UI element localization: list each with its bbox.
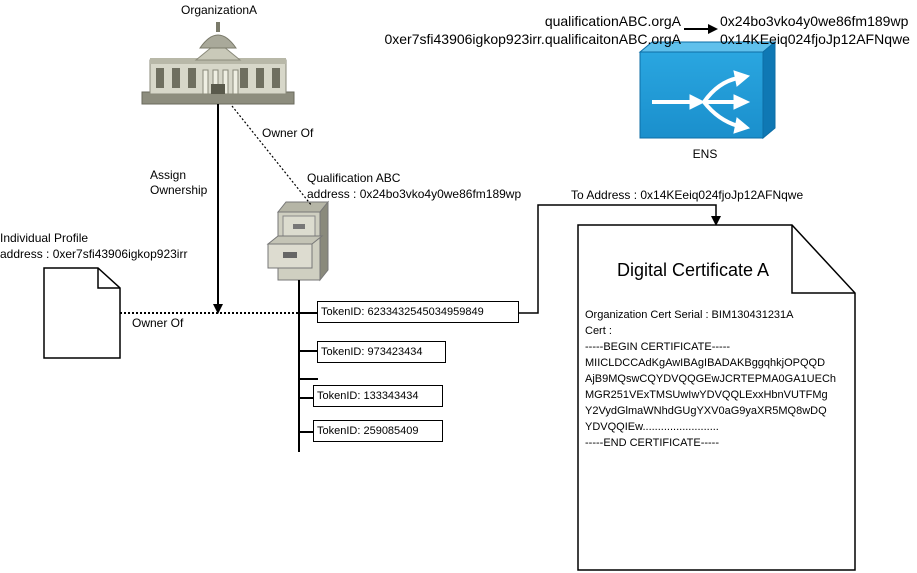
ens-address-1: 0x24bo3vko4y0we86fm189wp <box>720 13 909 29</box>
certificate-title: Digital Certificate A <box>617 260 770 280</box>
certificate-line: MIICLDCCAdKgAwIBAgIBADAKBggqhkjOPQQD <box>585 357 826 369</box>
certificate-line: Y2VydGlmaWNhdGUgYXV0aG9yaXR5MQ8wDQ <box>585 405 827 417</box>
token-connector-lines <box>298 280 318 452</box>
token-box: TokenID: 133343434 <box>313 385 443 407</box>
token-box: TokenID: 6233432545034959849 <box>317 301 519 323</box>
certificate-cert-label: Cert : <box>585 325 612 337</box>
qualification-address: address : 0x24bo3vko4y0we86fm189wp <box>307 187 522 201</box>
certificate-line: -----BEGIN CERTIFICATE----- <box>585 341 731 353</box>
ens-name-2: 0xer7sfi43906igkop923irr.qualificaitonAB… <box>384 31 681 47</box>
certificate-body: Organization Cert Serial : BIM130431231A… <box>585 307 850 451</box>
certificate-serial: Organization Cert Serial : BIM130431231A <box>585 309 794 321</box>
assign-ownership-label-1: Assign <box>150 168 187 182</box>
certificate-line: MGR251VExTMSUwIwYDVQQLExxHbnVUTFMg <box>585 389 828 401</box>
digital-certificate-document <box>577 224 856 571</box>
assign-ownership-label-2: Ownership <box>150 183 208 197</box>
owner-of-dotted-line <box>231 105 313 207</box>
certificate-fold <box>791 225 855 294</box>
ens-label: ENS <box>692 147 718 161</box>
organization-label: OrganizationA <box>181 3 258 17</box>
token-box: TokenID: 259085409 <box>313 420 443 442</box>
filing-cabinet-icon <box>266 200 330 282</box>
certificate-line: AjB9MQswCQYDVQQGEwJCRTEPMA0GA1UECh <box>585 373 837 385</box>
ens-name-1: qualificationABC.orgA <box>544 13 681 29</box>
qualification-name: Qualification ABC <box>307 171 401 185</box>
to-address-label: To Address : 0x14KEeiq024fjoJp12AFNqwe <box>571 188 804 202</box>
individual-profile-name: Individual Profile <box>0 231 89 245</box>
owner-of-top-label: Owner Of <box>262 126 314 140</box>
certificate-line: -----END CERTIFICATE----- <box>585 437 720 449</box>
to-address-connector <box>518 204 721 314</box>
individual-profile-address: address : 0xer7sfi43906igkop923irr <box>0 247 188 261</box>
organization-building-icon <box>141 22 295 105</box>
ens-address-2: 0x14KEeiq024fjoJp12AFNqwe <box>720 31 910 47</box>
ens-switch-icon <box>638 40 777 140</box>
token-box: TokenID: 973423434 <box>317 341 446 363</box>
individual-profile-document <box>43 267 121 359</box>
owner-of-bottom-label: Owner Of <box>132 316 184 330</box>
certificate-line: YDVQQIEw......................... <box>585 421 719 433</box>
document-fold <box>97 268 120 289</box>
